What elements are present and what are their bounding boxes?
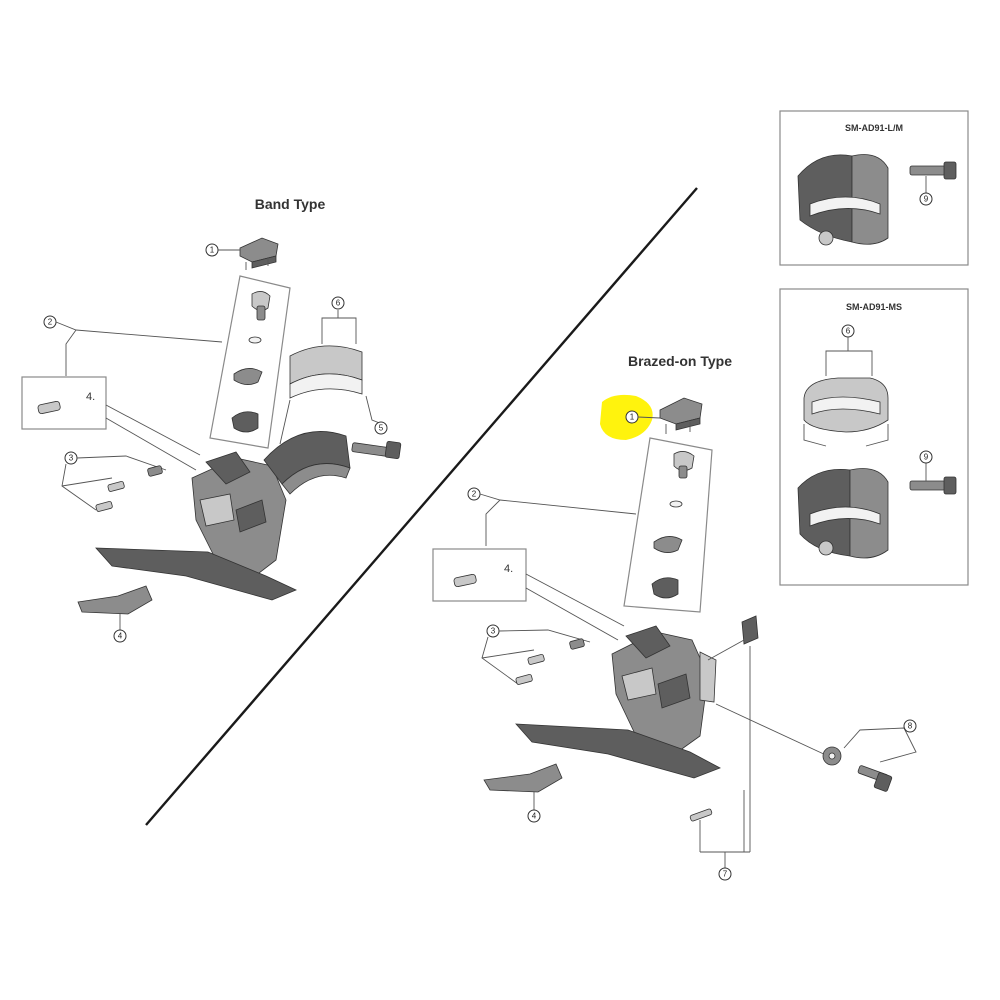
brazed-mount-bolt <box>857 765 893 792</box>
brazed-callout-2: 2 <box>467 487 481 501</box>
ms-callout-6: 6 <box>841 324 855 338</box>
brazed-callout-4: 4 <box>527 809 541 823</box>
svg-text:9: 9 <box>924 453 929 462</box>
svg-text:1: 1 <box>630 413 635 422</box>
band-callout-2: 2 <box>43 315 57 329</box>
ms-band-clamp <box>797 468 889 559</box>
box-sm-ad91-lm <box>779 110 969 266</box>
ms-bolt <box>909 476 957 495</box>
band-callout-4: 4 <box>113 629 127 643</box>
brazed-mount-nut <box>822 746 842 766</box>
svg-text:1: 1 <box>210 246 215 255</box>
lm-bolt <box>909 161 957 180</box>
band-small-screws <box>95 465 163 512</box>
section-divider <box>145 187 698 826</box>
band-lever-part <box>77 585 153 615</box>
lm-band-clamp <box>797 154 889 246</box>
band-derailleur-body <box>191 451 287 581</box>
band-bolt-part <box>351 440 402 460</box>
svg-text:8: 8 <box>908 722 913 731</box>
svg-text:2: 2 <box>48 318 53 327</box>
band-pin-part: 4. <box>37 391 95 415</box>
brazed-callout-1: 1 <box>625 410 639 424</box>
svg-text:4: 4 <box>532 812 537 821</box>
svg-text:7: 7 <box>723 870 728 879</box>
band-derailleur-cage <box>95 547 297 601</box>
brazed-pin-part: 4. <box>453 563 513 588</box>
svg-text:4.: 4. <box>504 563 513 575</box>
band-callout-5: 5 <box>374 421 388 435</box>
band-spring-stack-parts <box>231 291 271 433</box>
brazed-spring-stack-box <box>623 437 713 613</box>
brazed-shim-part <box>741 615 759 645</box>
ms-callout-9: 9 <box>919 450 933 464</box>
band-callout-1: 1 <box>205 243 219 257</box>
band-callout-6: 6 <box>331 296 345 310</box>
band-type-heading: Band Type <box>255 196 326 212</box>
svg-text:4: 4 <box>118 632 123 641</box>
brazed-small-screws <box>515 638 585 685</box>
lm-callout-9: 9 <box>919 192 933 206</box>
brazed-cap-part <box>659 397 703 434</box>
brazed-callout-7: 7 <box>718 867 732 881</box>
band-clamp-assembled <box>263 431 351 495</box>
brazed-type-heading: Brazed-on Type <box>628 353 732 369</box>
brazed-pin-box <box>432 548 527 602</box>
svg-text:3: 3 <box>491 627 496 636</box>
brazed-callout-3: 3 <box>486 624 500 638</box>
svg-text:6: 6 <box>336 299 341 308</box>
band-spring-stack-box <box>209 275 291 449</box>
svg-text:3: 3 <box>69 454 74 463</box>
box-sm-ad91-ms-title-visible: SM-AD91-MS <box>846 302 902 312</box>
band-pin-box <box>21 376 107 430</box>
brazed-derailleur-body <box>611 625 717 757</box>
box-sm-ad91-ms <box>779 288 969 586</box>
brazed-spring-stack-parts <box>651 451 695 599</box>
brazed-derailleur-cage <box>515 723 721 779</box>
svg-text:5: 5 <box>379 424 384 433</box>
band-callout-3: 3 <box>64 451 78 465</box>
band-clamp-part <box>289 345 363 399</box>
ms-band-part <box>803 377 889 433</box>
svg-text:4.: 4. <box>86 391 95 403</box>
brazed-lever-part <box>483 763 563 793</box>
band-cap-part <box>239 237 279 270</box>
svg-text:2: 2 <box>472 490 477 499</box>
brazed-callout-8: 8 <box>903 719 917 733</box>
svg-text:6: 6 <box>846 327 851 336</box>
brazed-support-bolt <box>689 808 713 822</box>
svg-text:9: 9 <box>924 195 929 204</box>
box-sm-ad91-lm-title: SM-AD91-L/M <box>845 123 903 133</box>
